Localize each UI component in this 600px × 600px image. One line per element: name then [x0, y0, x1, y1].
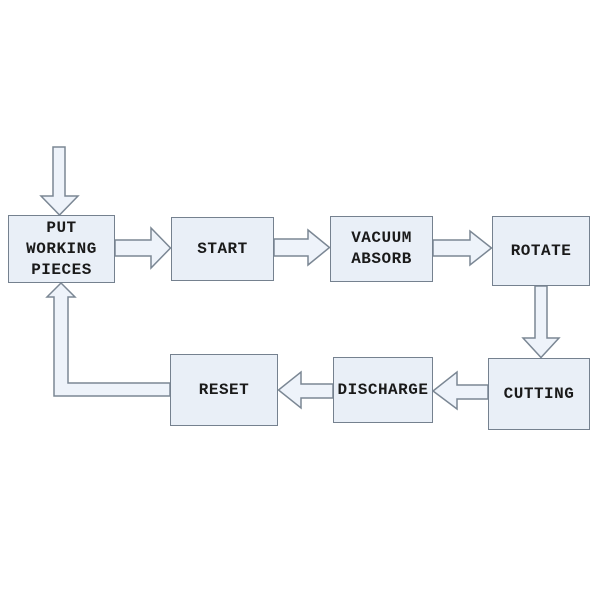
node-label-rotate: ROTATE: [510, 241, 572, 260]
node-label-start: START: [197, 239, 248, 258]
arrow-rotate-to-cutting-icon: [521, 285, 561, 359]
node-label-cutting: CUTTING: [503, 384, 575, 403]
node-reset: RESET: [170, 354, 278, 426]
node-cutting: CUTTING: [488, 358, 590, 430]
node-label-vacuum-absorb: VACUUM ABSORB: [351, 229, 412, 268]
node-vacuum-absorb: VACUUM ABSORB: [330, 216, 433, 282]
node-label-discharge: DISCHARGE: [337, 380, 429, 399]
arrow-cutting-to-discharge-icon: [431, 370, 489, 411]
node-label-put-working-pieces: PUT WORKING PIECES: [26, 218, 97, 279]
node-discharge: DISCHARGE: [333, 357, 433, 423]
arrow-start-to-vacuum-icon: [273, 228, 331, 267]
arrow-vacuum-to-rotate-icon: [432, 229, 493, 267]
arrow-input-to-put-icon: [39, 146, 80, 217]
node-label-reset: RESET: [198, 380, 250, 399]
node-put-working-pieces: PUT WORKING PIECES: [8, 215, 115, 283]
arrow-reset-to-put-elbow-icon: [45, 281, 171, 397]
arrow-put-to-start-icon: [114, 226, 172, 270]
arrow-discharge-to-reset-icon: [277, 370, 334, 410]
node-rotate: ROTATE: [492, 216, 590, 286]
node-start: START: [171, 217, 274, 281]
